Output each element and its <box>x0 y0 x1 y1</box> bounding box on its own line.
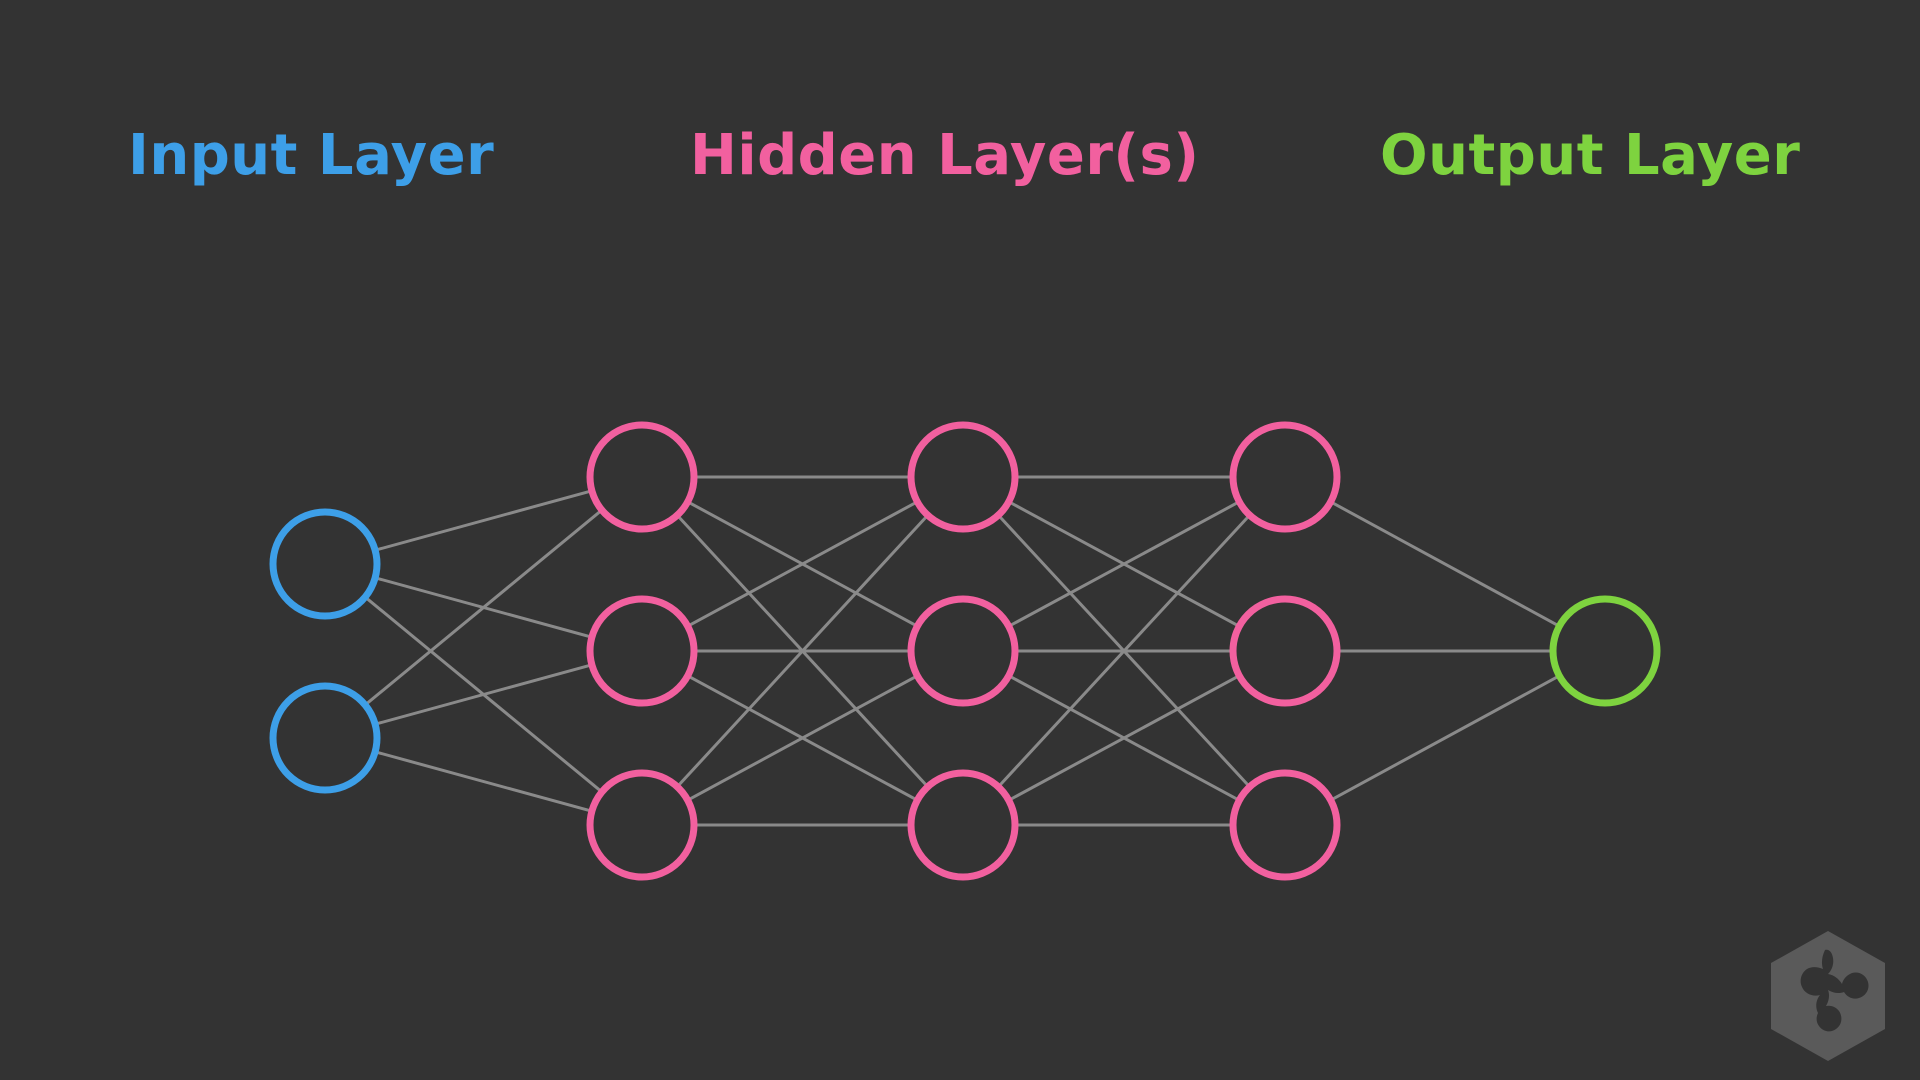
neuron-node-h2_3[interactable] <box>907 769 1019 881</box>
connection-edge <box>687 674 918 802</box>
hidden-layer-label: Hidden Layer(s) <box>690 123 1200 188</box>
connection-edge <box>997 514 1251 788</box>
output-layer-label: Output Layer <box>1380 123 1801 188</box>
connection-edges <box>364 475 1561 827</box>
hexagon-neuron-logo-icon <box>1771 931 1885 1061</box>
connection-edge <box>364 508 603 707</box>
connection-edge <box>1008 674 1240 802</box>
neuron-node-i2[interactable] <box>269 682 381 794</box>
connection-edge <box>676 514 929 788</box>
neuron-node-h2_2[interactable] <box>907 595 1019 707</box>
neuron-node-i1[interactable] <box>269 508 381 620</box>
neuron-node-h1_2[interactable] <box>586 595 698 707</box>
connection-edge <box>374 750 593 813</box>
neuron-node-o1[interactable] <box>1549 595 1661 707</box>
connection-edge <box>687 500 918 628</box>
neuron-node-h2_1[interactable] <box>907 421 1019 533</box>
connection-edge <box>374 663 593 726</box>
connection-edge <box>1329 674 1561 802</box>
neuron-node-h3_1[interactable] <box>1229 421 1341 533</box>
neuron-node-h3_3[interactable] <box>1229 769 1341 881</box>
neuron-node-h1_3[interactable] <box>586 769 698 881</box>
neuron-nodes <box>269 421 1661 881</box>
input-layer-label: Input Layer <box>128 123 495 188</box>
neuron-node-h3_2[interactable] <box>1229 595 1341 707</box>
neuron-node-h1_1[interactable] <box>586 421 698 533</box>
connection-edge <box>1329 500 1561 628</box>
connection-edge <box>374 489 593 552</box>
connection-edge <box>1008 500 1240 628</box>
